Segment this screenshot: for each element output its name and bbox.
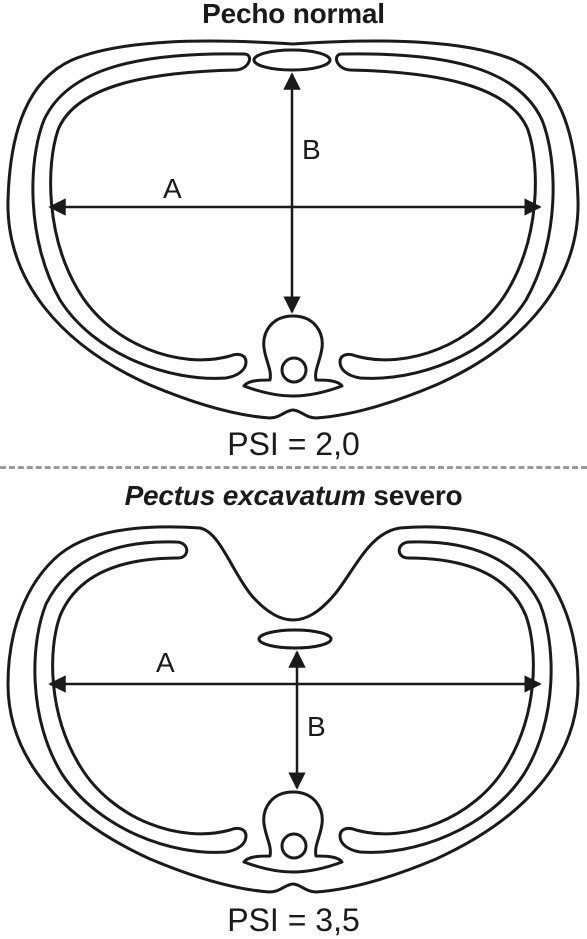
section-divider xyxy=(0,466,587,469)
body-outline xyxy=(6,525,580,894)
pectus-chest-cross-section: A B xyxy=(6,525,580,894)
normal-chest-panel: Pecho normal A B PSI = 2,0 xyxy=(0,0,587,462)
pectus-title-italic: Pectus excavatum xyxy=(124,480,366,511)
pectus-psi-value: PSI = 3,5 xyxy=(227,902,360,938)
pectus-excavatum-panel: Pectus excavatum severo A B PSI = 3,5 xyxy=(0,474,587,939)
sternum xyxy=(252,48,332,72)
left-rib xyxy=(31,52,252,380)
vertebral-canal xyxy=(280,832,308,860)
vertebral-canal xyxy=(280,356,308,384)
left-rib xyxy=(33,540,248,854)
normal-chest-title-text: Pecho normal xyxy=(202,0,385,29)
sternum xyxy=(257,628,333,650)
label-b: B xyxy=(307,711,326,742)
normal-chest-title: Pecho normal xyxy=(0,0,587,30)
normal-chest-cross-section: A B xyxy=(6,39,580,420)
normal-psi-value: PSI = 2,0 xyxy=(227,426,360,462)
pectus-title: Pectus excavatum severo xyxy=(0,480,587,512)
vertebra xyxy=(242,790,344,874)
vertebra xyxy=(242,314,344,398)
label-a: A xyxy=(163,173,182,204)
right-rib xyxy=(338,540,553,854)
label-a: A xyxy=(156,647,175,678)
label-b: B xyxy=(302,134,321,165)
pectus-title-plain: severo xyxy=(373,480,463,511)
body-outline xyxy=(6,39,580,420)
right-rib xyxy=(334,52,555,380)
